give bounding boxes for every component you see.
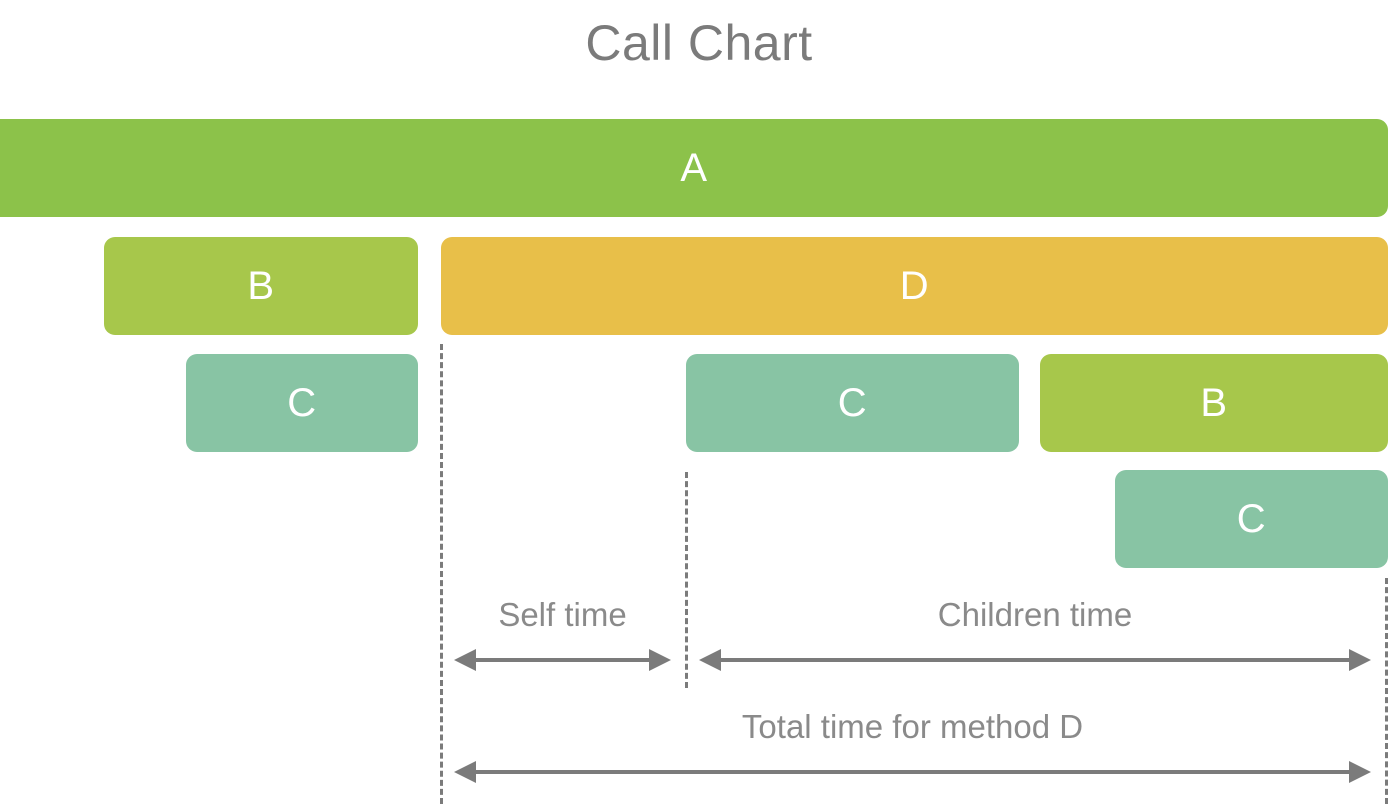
measure-label-children-time: Children time (937, 596, 1133, 633)
measure-arrow-total-time (454, 761, 1371, 783)
guide-line-d-end (1385, 578, 1388, 804)
call-frame-label: C (287, 381, 317, 425)
call-frame-d[interactable]: D (441, 237, 1388, 335)
call-frame-a[interactable]: A (0, 119, 1388, 217)
call-frame-c[interactable]: C (1115, 470, 1388, 568)
call-frame-label: C (1236, 497, 1267, 541)
call-frame-label: D (899, 264, 930, 308)
guide-line-self-children-split (685, 472, 688, 688)
call-frame-label: B (1200, 381, 1228, 425)
page-title: Call Chart (585, 15, 813, 71)
call-frame-c[interactable]: C (186, 354, 418, 452)
call-frame-label: C (837, 381, 868, 425)
call-frame-label: A (680, 146, 708, 190)
measure-arrow-self-time (454, 649, 671, 671)
measure-arrow-children-time (699, 649, 1371, 671)
call-frame-c[interactable]: C (686, 354, 1019, 452)
call-frame-b[interactable]: B (104, 237, 418, 335)
measure-label-total-time: Total time for method D (741, 708, 1084, 745)
guide-line-d-start (440, 344, 443, 804)
call-frame-b[interactable]: B (1040, 354, 1388, 452)
call-frame-label: B (247, 264, 275, 308)
measure-label-self-time: Self time (498, 596, 627, 633)
